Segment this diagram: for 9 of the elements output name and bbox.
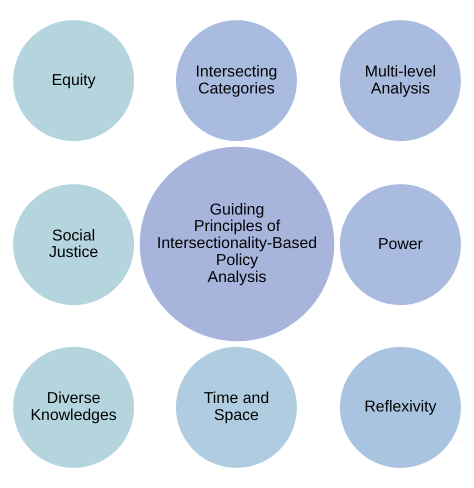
node-circle: Equity xyxy=(12,18,136,142)
node-circle: Guiding Principles of Intersectionality-Based Policy Analysis xyxy=(138,146,336,342)
node-circle: Power xyxy=(338,182,462,306)
node-circle: Reflexivity xyxy=(338,346,462,470)
node-circle: Multi-level Analysis xyxy=(338,18,462,142)
node-circle: Diverse Knowledges xyxy=(12,346,136,470)
node-circle: Social Justice xyxy=(12,182,136,306)
node-circle: Intersecting Categories xyxy=(174,18,298,142)
node-circle: Time and Space xyxy=(174,346,298,470)
